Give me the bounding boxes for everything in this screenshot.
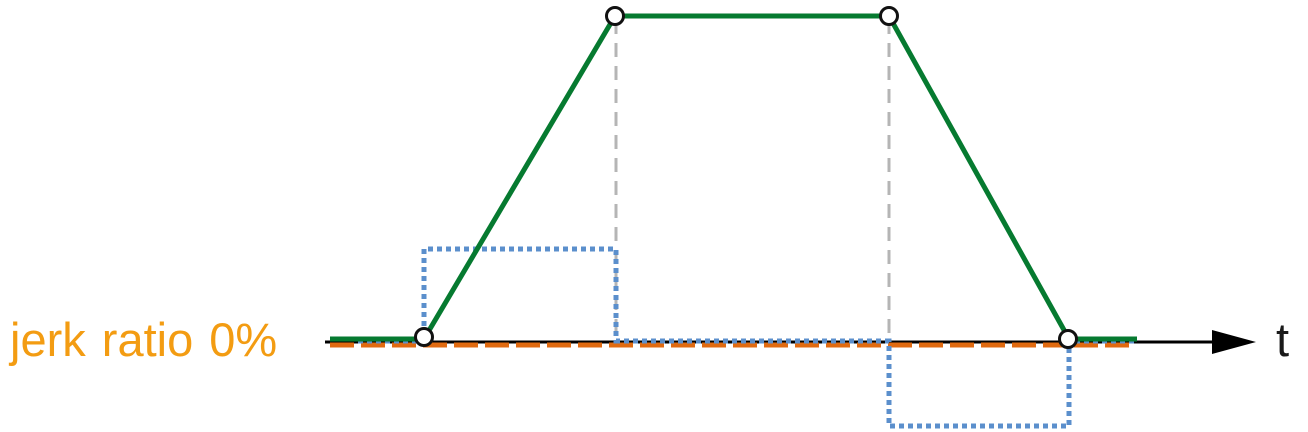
knot-point-peak-start (605, 6, 625, 26)
jerk-ratio-label: jerk ratio 0% (10, 313, 278, 366)
acceleration-curve (358, 246, 1135, 429)
time-axis-label: t (1276, 313, 1290, 366)
knot-point-end (1058, 329, 1078, 349)
velocity-curve (330, 13, 1137, 342)
knot-point-peak-end (879, 6, 899, 26)
knot-point-start (414, 327, 434, 347)
time-axis-arrowhead (1212, 330, 1256, 354)
